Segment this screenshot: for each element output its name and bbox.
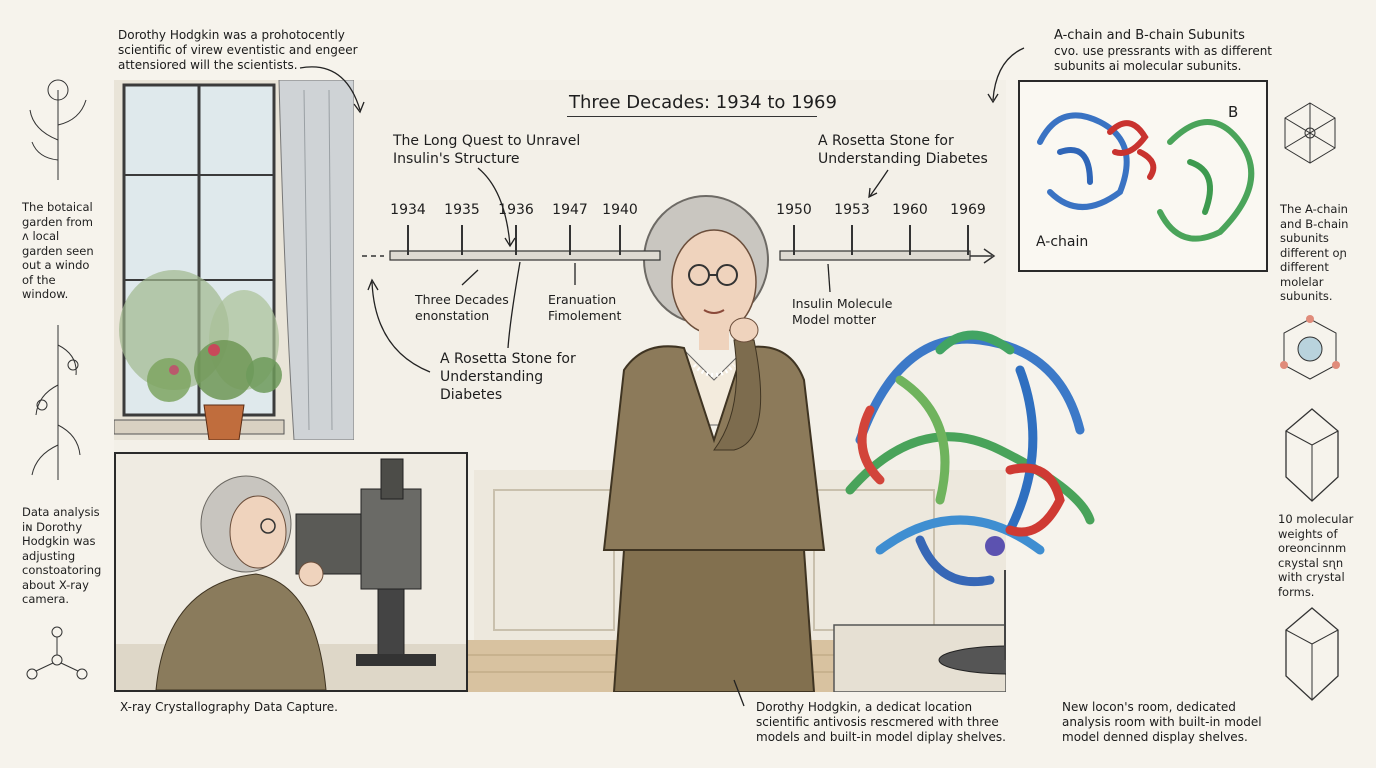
timeline-year: 1969 <box>950 202 986 218</box>
timeline-tick <box>967 225 969 255</box>
caption-bottom-middle: Dorothy Hodgkin, a dedicat location scie… <box>756 700 1006 744</box>
insulin-model <box>938 570 1006 675</box>
b-chain-label: B <box>1228 103 1239 121</box>
timeline-tick <box>407 225 409 255</box>
label-rosetta-stone: A Rosetta Stone for Understanding Diabet… <box>440 351 576 403</box>
hexagon-lattice-icon <box>1284 102 1336 164</box>
xray-scene <box>116 458 466 690</box>
chain-subunit-panel: A-chain B <box>1018 80 1268 272</box>
timeline-year: 1947 <box>552 202 588 218</box>
foxglove-sketch-icon <box>31 325 81 480</box>
crystal-icon-2 <box>1285 607 1339 701</box>
note-top-right-title: A-chain and B-chain Subunits <box>1054 28 1245 43</box>
dorothy-hodgkin-figure <box>602 195 826 692</box>
chain-diagram <box>1037 112 1255 242</box>
note-top-right-body: cvo. use pressrants with as different su… <box>1054 44 1273 73</box>
timeline-year: 1950 <box>776 202 812 218</box>
crystal-lattice-icon <box>1280 315 1340 380</box>
timeline-tick <box>619 225 621 255</box>
caption-bottom-right: New locon's room, dedicated analysis roo… <box>1062 700 1262 744</box>
timeline-tick <box>461 225 463 255</box>
timeline-year: 1960 <box>892 202 928 218</box>
title-underline <box>567 116 817 117</box>
crystal-icon <box>1285 408 1339 502</box>
timeline-tick <box>851 225 853 255</box>
main-scene-panel <box>114 80 1006 692</box>
timeline-year: 1953 <box>834 202 870 218</box>
timeline-year: 1935 <box>444 202 480 218</box>
insulin-molecule-sculpture <box>845 330 1095 587</box>
window <box>114 80 354 440</box>
a-chain-label: A-chain <box>1036 234 1089 250</box>
timeline-year: 1940 <box>602 202 638 218</box>
timeline-tick <box>515 225 517 255</box>
note-botanical: The botaical garden from ʌ local garden … <box>22 200 94 301</box>
timeline-left-subtitle: The Long Quest to Unravel Insulin's Stru… <box>393 133 581 167</box>
note-chains: The A-chain and B-chain subunits differe… <box>1280 202 1349 303</box>
note-data-analysis: Data analysis iɴ Dorothy Hodgkin was adj… <box>22 505 102 606</box>
timeline-year: 1936 <box>498 202 534 218</box>
label-insulin-model: Insulin Molecule Model motter <box>792 296 893 327</box>
flower-sketch-icon <box>29 79 87 180</box>
timeline-right-subtitle: A Rosetta Stone for Understanding Diabet… <box>818 133 988 167</box>
timeline-tick <box>569 225 571 255</box>
label-three-decades: Three Decades enonstation <box>415 292 509 323</box>
timeline-title: Three Decades: 1934 to 1969 <box>569 92 837 113</box>
note-top-left: Dorothy Hodgkin was a prohotocently scie… <box>118 28 358 72</box>
note-weights: 10 molecular weights of oreoncinnm cʀyst… <box>1278 512 1354 599</box>
molecule-sketch-icon <box>26 626 88 680</box>
label-eranuation: Eranuation Fimolement <box>548 292 622 323</box>
timeline-tick <box>909 225 911 255</box>
timeline-year: 1934 <box>390 202 426 218</box>
xray-camera-panel <box>114 452 468 692</box>
caption-xray: X-ray Crystallography Data Capture. <box>120 700 338 714</box>
timeline-axis <box>362 248 996 264</box>
timeline-tick <box>793 225 795 255</box>
